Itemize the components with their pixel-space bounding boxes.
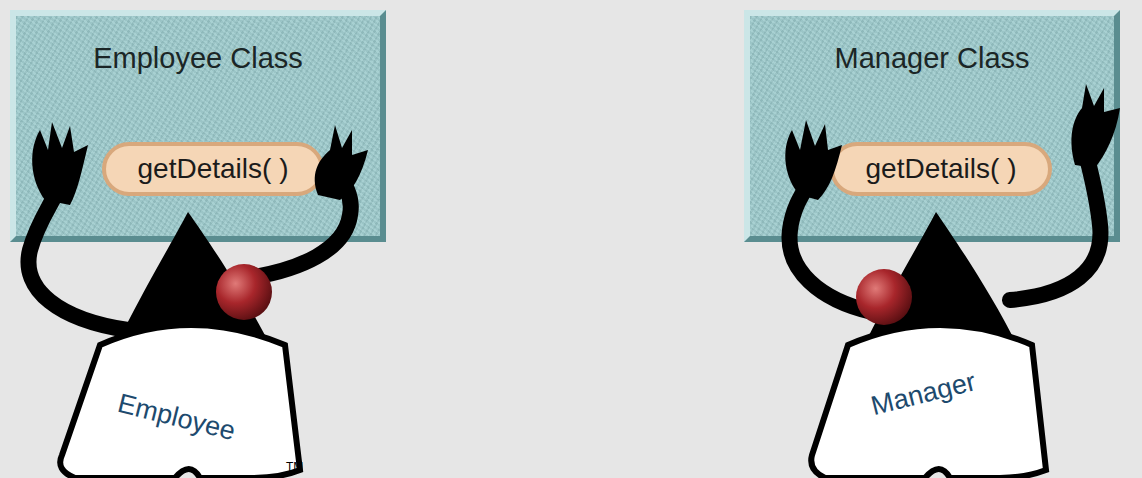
duke-nose (856, 269, 912, 325)
duke-belly (811, 325, 1046, 478)
class-name: Employee Class (16, 42, 380, 75)
duke-employee (28, 122, 368, 478)
trademark-mark: TM (286, 460, 303, 474)
class-name: Manager Class (750, 42, 1114, 75)
method-pill: getDetails( ) (102, 142, 324, 196)
duke-nose (216, 264, 272, 320)
duke-belly (60, 325, 300, 478)
class-box: Employee Class getDetails( ) (10, 10, 386, 242)
method-pill: getDetails( ) (830, 142, 1052, 196)
method-name: getDetails( ) (866, 153, 1017, 185)
method-name: getDetails( ) (138, 153, 289, 185)
